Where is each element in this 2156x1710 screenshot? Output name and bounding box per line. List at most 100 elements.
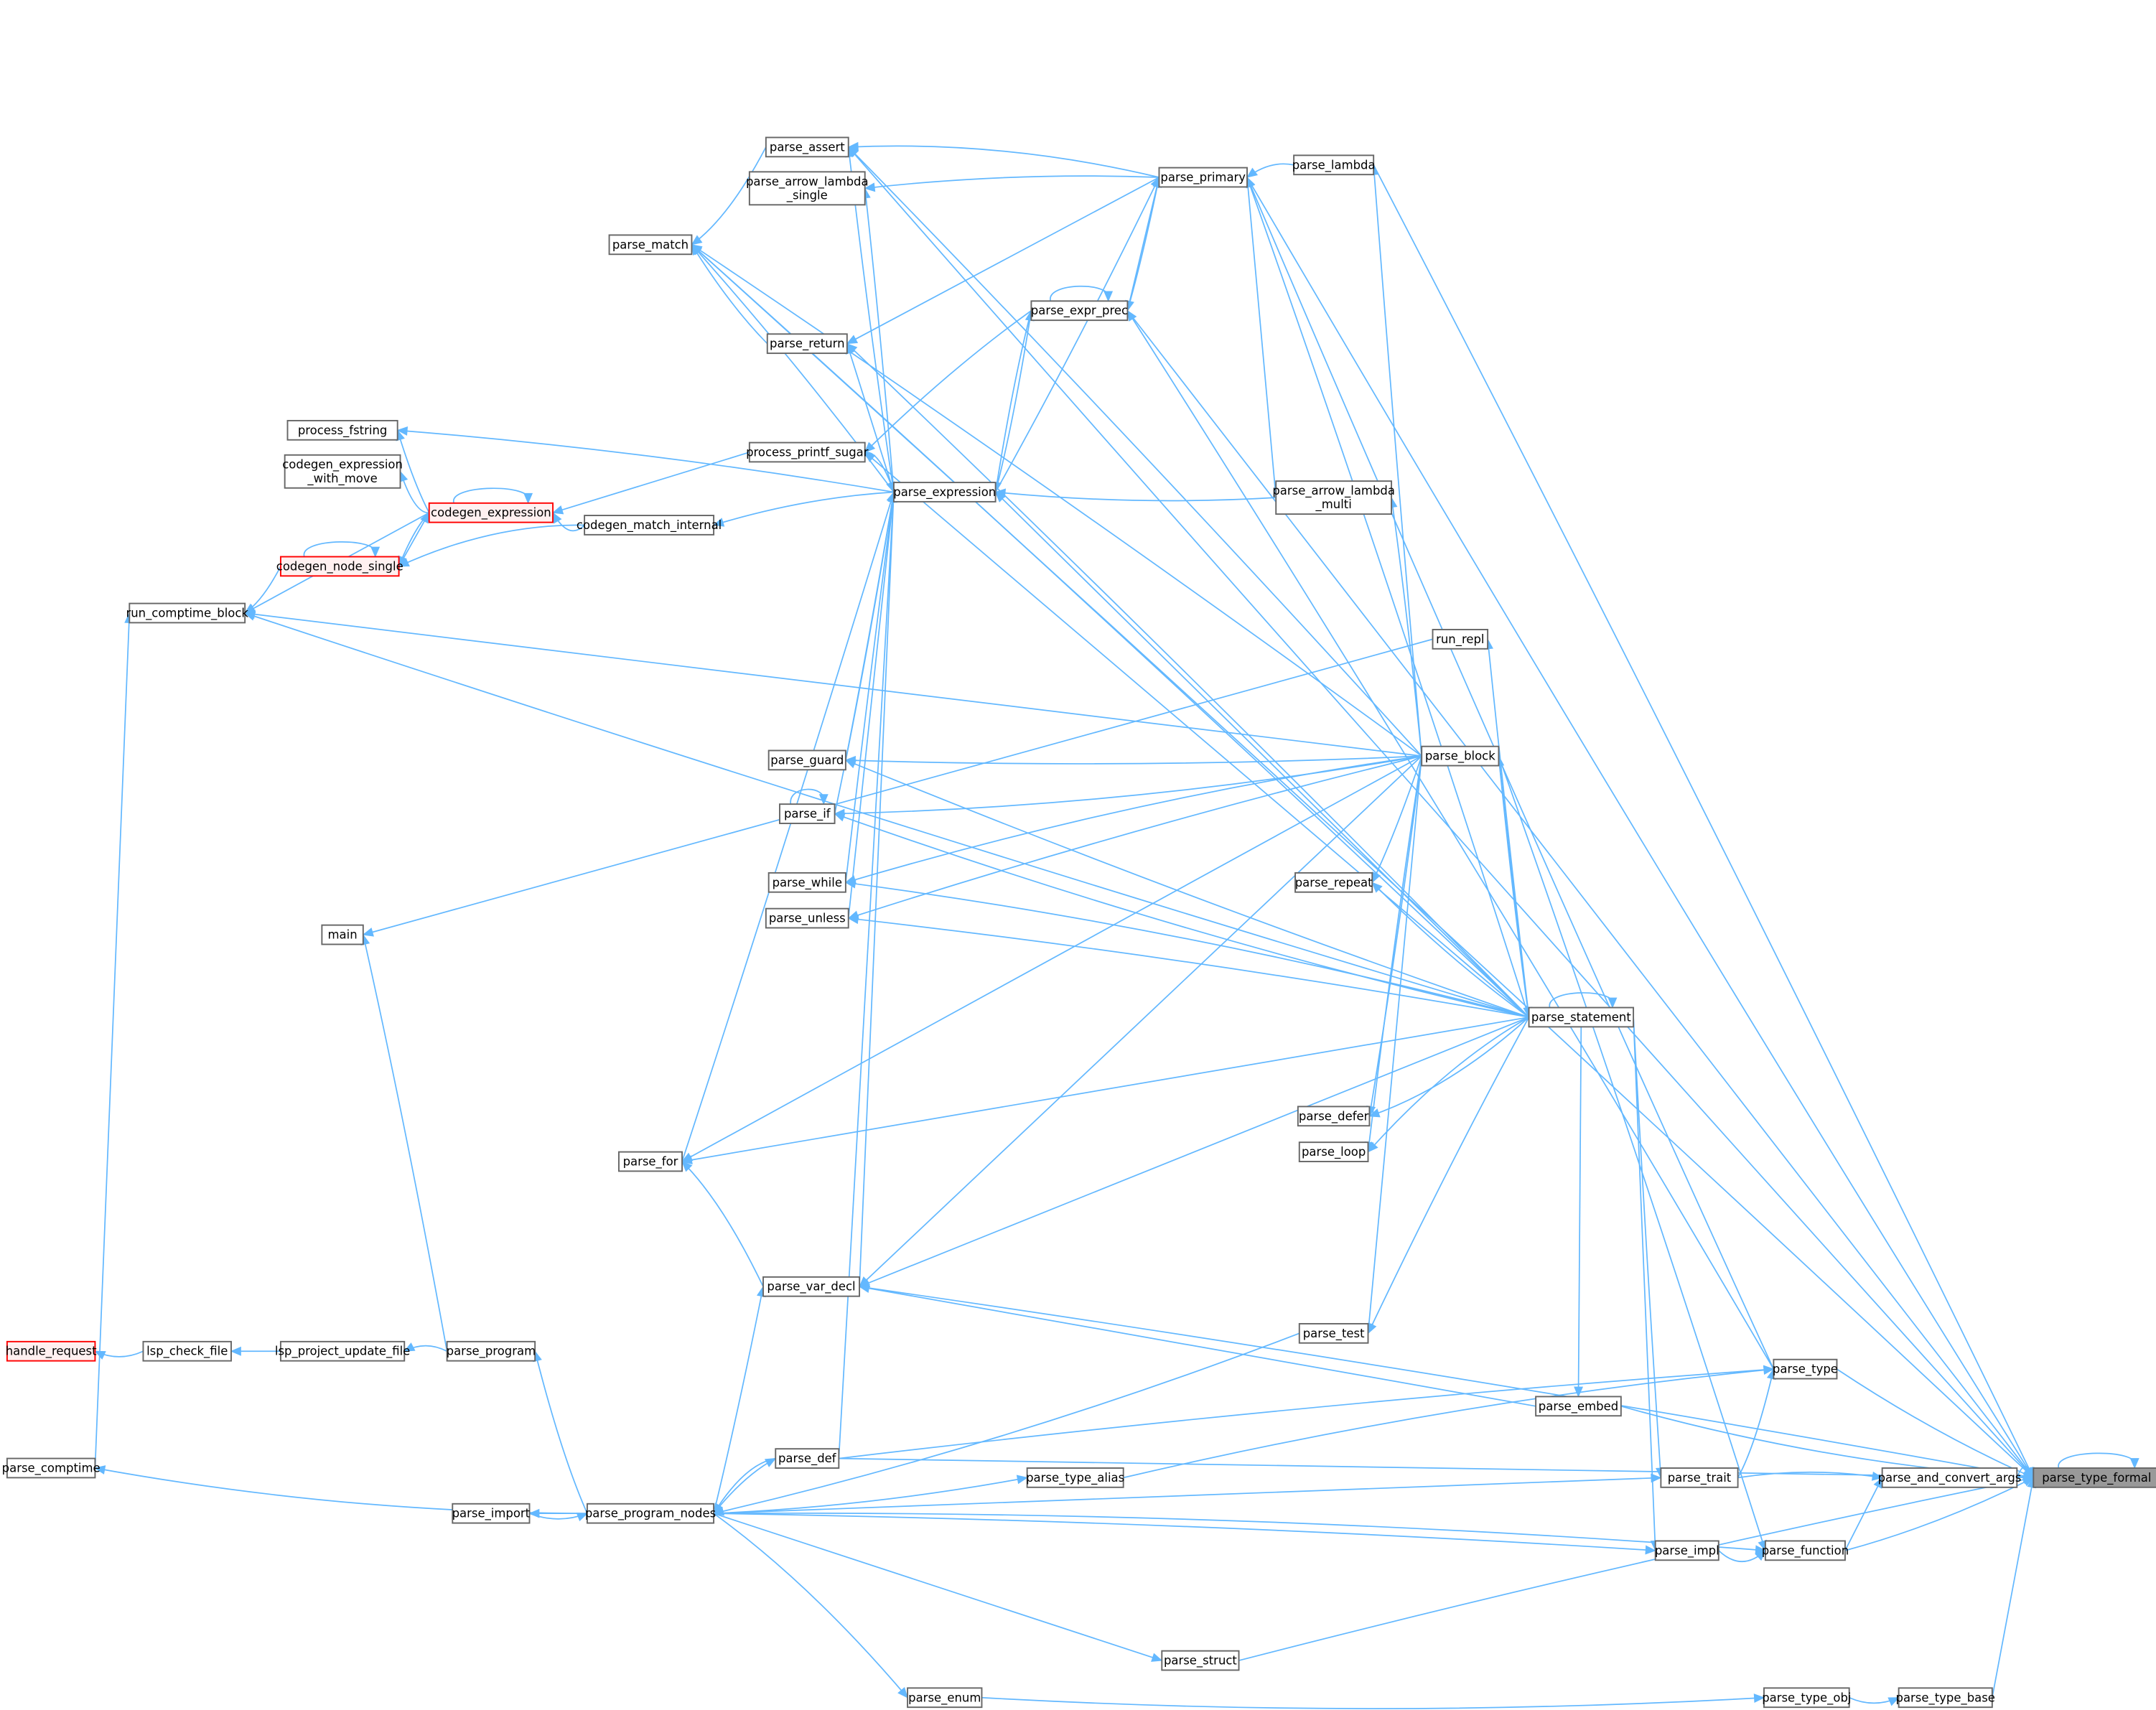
edge-line [1367,756,1423,1152]
node-label: parse_lambda [1292,158,1376,172]
node-box [452,1503,531,1524]
edge-line [1126,177,1160,311]
edge-parse_trait-to-parse_type [1737,1368,1776,1478]
node-parse-type-obj[interactable]: parse_type_obj [1762,1687,1851,1709]
edge-parse_type_obj-to-parse_type_base [1849,1696,1900,1706]
node-parse-type-formal[interactable]: parse_type_formal [2033,1467,2156,1488]
node-parse-statement[interactable]: parse_statement [1528,1006,1635,1028]
edge-line [864,188,895,492]
node-lsp-check-file[interactable]: lsp_check_file [142,1340,232,1362]
arrowhead-icon [1753,1693,1765,1704]
node-parse-loop[interactable]: parse_loop [1298,1141,1369,1162]
edge-line [839,1368,1774,1459]
node-parse-var-decl[interactable]: parse_var_decl [762,1276,861,1297]
edge-line [714,1513,1656,1551]
edge-parse_function-to-parse_type_formal [1844,1477,2035,1551]
node-parse-import[interactable]: parse_import [452,1503,531,1524]
node-parse-trait[interactable]: parse_trait [1660,1467,1739,1488]
node-parse-type-alias[interactable]: parse_type_alias [1026,1467,1124,1488]
edge-line [714,1477,1661,1515]
node-codegen-match-internal[interactable]: codegen_match_internal [577,515,722,536]
node-parse-match[interactable]: parse_match [608,234,693,256]
node-parse-for[interactable]: parse_for [618,1151,683,1172]
node-parse-if[interactable]: parse_if [779,803,836,824]
edge-line [1367,1017,1529,1153]
node-parse-while[interactable]: parse_while [767,872,846,893]
node-codegen-node-single[interactable]: codegen_node_single [276,556,403,577]
arrowhead-icon [846,342,858,354]
node-label: lsp_check_file [146,1345,228,1359]
node-label: handle_request [6,1345,97,1359]
node-run-repl[interactable]: run_repl [1432,629,1489,650]
node-parse-type[interactable]: parse_type [1773,1358,1838,1380]
arrowhead-icon [858,1284,870,1294]
edge-parse_block-to-parse_repeat [1371,755,1423,884]
node-parse-comptime[interactable]: parse_comptime [2,1457,101,1479]
edge-parse_primary-to-parse_arrow_lambda_single [864,175,1159,192]
node-parse-struct[interactable]: parse_struct [1161,1650,1240,1671]
node-parse-defer[interactable]: parse_defer [1297,1106,1371,1127]
node-process-fstring[interactable]: process_fstring [286,419,398,441]
node-process-printf-sugar[interactable]: process_printf_sugar [746,441,869,463]
edge-parse_expression-to-codegen_match_internal [712,491,894,527]
node-parse-arrow-lambda-multi[interactable]: parse_arrow_lambda_multi [1272,480,1395,515]
node-label: process_printf_sugar [746,445,869,459]
arrowhead-icon [834,813,846,822]
edge-parse_assert-to-parse_type_formal [848,146,2035,1479]
edge-line [859,1017,1529,1288]
node-parse-expr-prec[interactable]: parse_expr_prec [1030,300,1129,322]
edge-line [1844,1477,2034,1551]
node-parse-block[interactable]: parse_block [1421,745,1500,767]
node-box [1535,1396,1622,1417]
node-run-comptime-block[interactable]: run_comptime_block [126,602,248,624]
node-codegen-expression-with-move[interactable]: codegen_expression_with_move [282,454,403,489]
node-parse-test[interactable]: parse_test [1298,1322,1369,1344]
node-parse-arrow-lambda-single[interactable]: parse_arrow_lambda_single [746,171,869,206]
edge-parse_type_base-to-parse_type_formal [1991,1477,2037,1698]
node-parse-assert[interactable]: parse_assert [765,136,849,158]
node-label: parse_var_decl [767,1280,855,1294]
node-label: parse_impl [1655,1543,1719,1558]
edge-line [848,146,2034,1478]
node-parse-program-nodes[interactable]: parse_program_nodes [585,1503,716,1524]
edge-line [362,934,448,1352]
edge-parse_embed-to-parse_var_decl [858,1284,1536,1407]
edge-line [846,343,1530,1018]
node-parse-guard[interactable]: parse_guard [767,749,846,771]
node-main[interactable]: main [321,924,364,945]
node-parse-type-base[interactable]: parse_type_base [1896,1687,1995,1709]
node-box [586,1503,715,1524]
arrowhead-icon [818,794,829,805]
node-box [1660,1467,1739,1488]
node-parse-expression[interactable]: parse_expression [892,482,997,503]
node-box [286,419,398,441]
node-parse-primary[interactable]: parse_primary [1158,167,1248,188]
node-codegen-expression[interactable]: codegen_expression [428,502,554,523]
node-label: parse_match [612,238,689,252]
arrowhead-icon [1367,1141,1378,1153]
edge-parse_def-to-parse_expression [838,491,898,1459]
node-parse-repeat[interactable]: parse_repeat [1294,872,1373,893]
node-box [907,1687,983,1709]
node-label: codegen_expression [431,506,551,520]
node-parse-lambda[interactable]: parse_lambda [1292,154,1376,176]
node-lsp-project-update-file[interactable]: lsp_project_update_file [275,1340,410,1362]
node-parse-return[interactable]: parse_return [766,333,848,355]
edge-parse_statement-to-parse_statement [1549,992,1618,1009]
node-box [1297,1106,1371,1127]
node-parse-impl[interactable]: parse_impl [1654,1540,1719,1561]
arrowhead-icon [1574,1386,1584,1398]
node-parse-and-convert-args[interactable]: parse_and_convert_args [1878,1467,2022,1488]
edge-line [1373,164,1423,757]
node-parse-function[interactable]: parse_function [1762,1540,1849,1561]
node-parse-def[interactable]: parse_def [775,1448,840,1469]
edge-codegen_match_internal-to-codegen_node_single [398,524,585,567]
arrowhead-icon [846,335,859,345]
node-parse-enum[interactable]: parse_enum [907,1687,983,1709]
arrowhead-icon [994,491,1007,503]
node-parse-unless[interactable]: parse_unless [765,907,849,929]
node-box [775,1448,840,1469]
node-parse-program[interactable]: parse_program [446,1340,536,1362]
node-parse-embed[interactable]: parse_embed [1535,1396,1622,1417]
node-handle-request[interactable]: handle_request [6,1340,97,1362]
